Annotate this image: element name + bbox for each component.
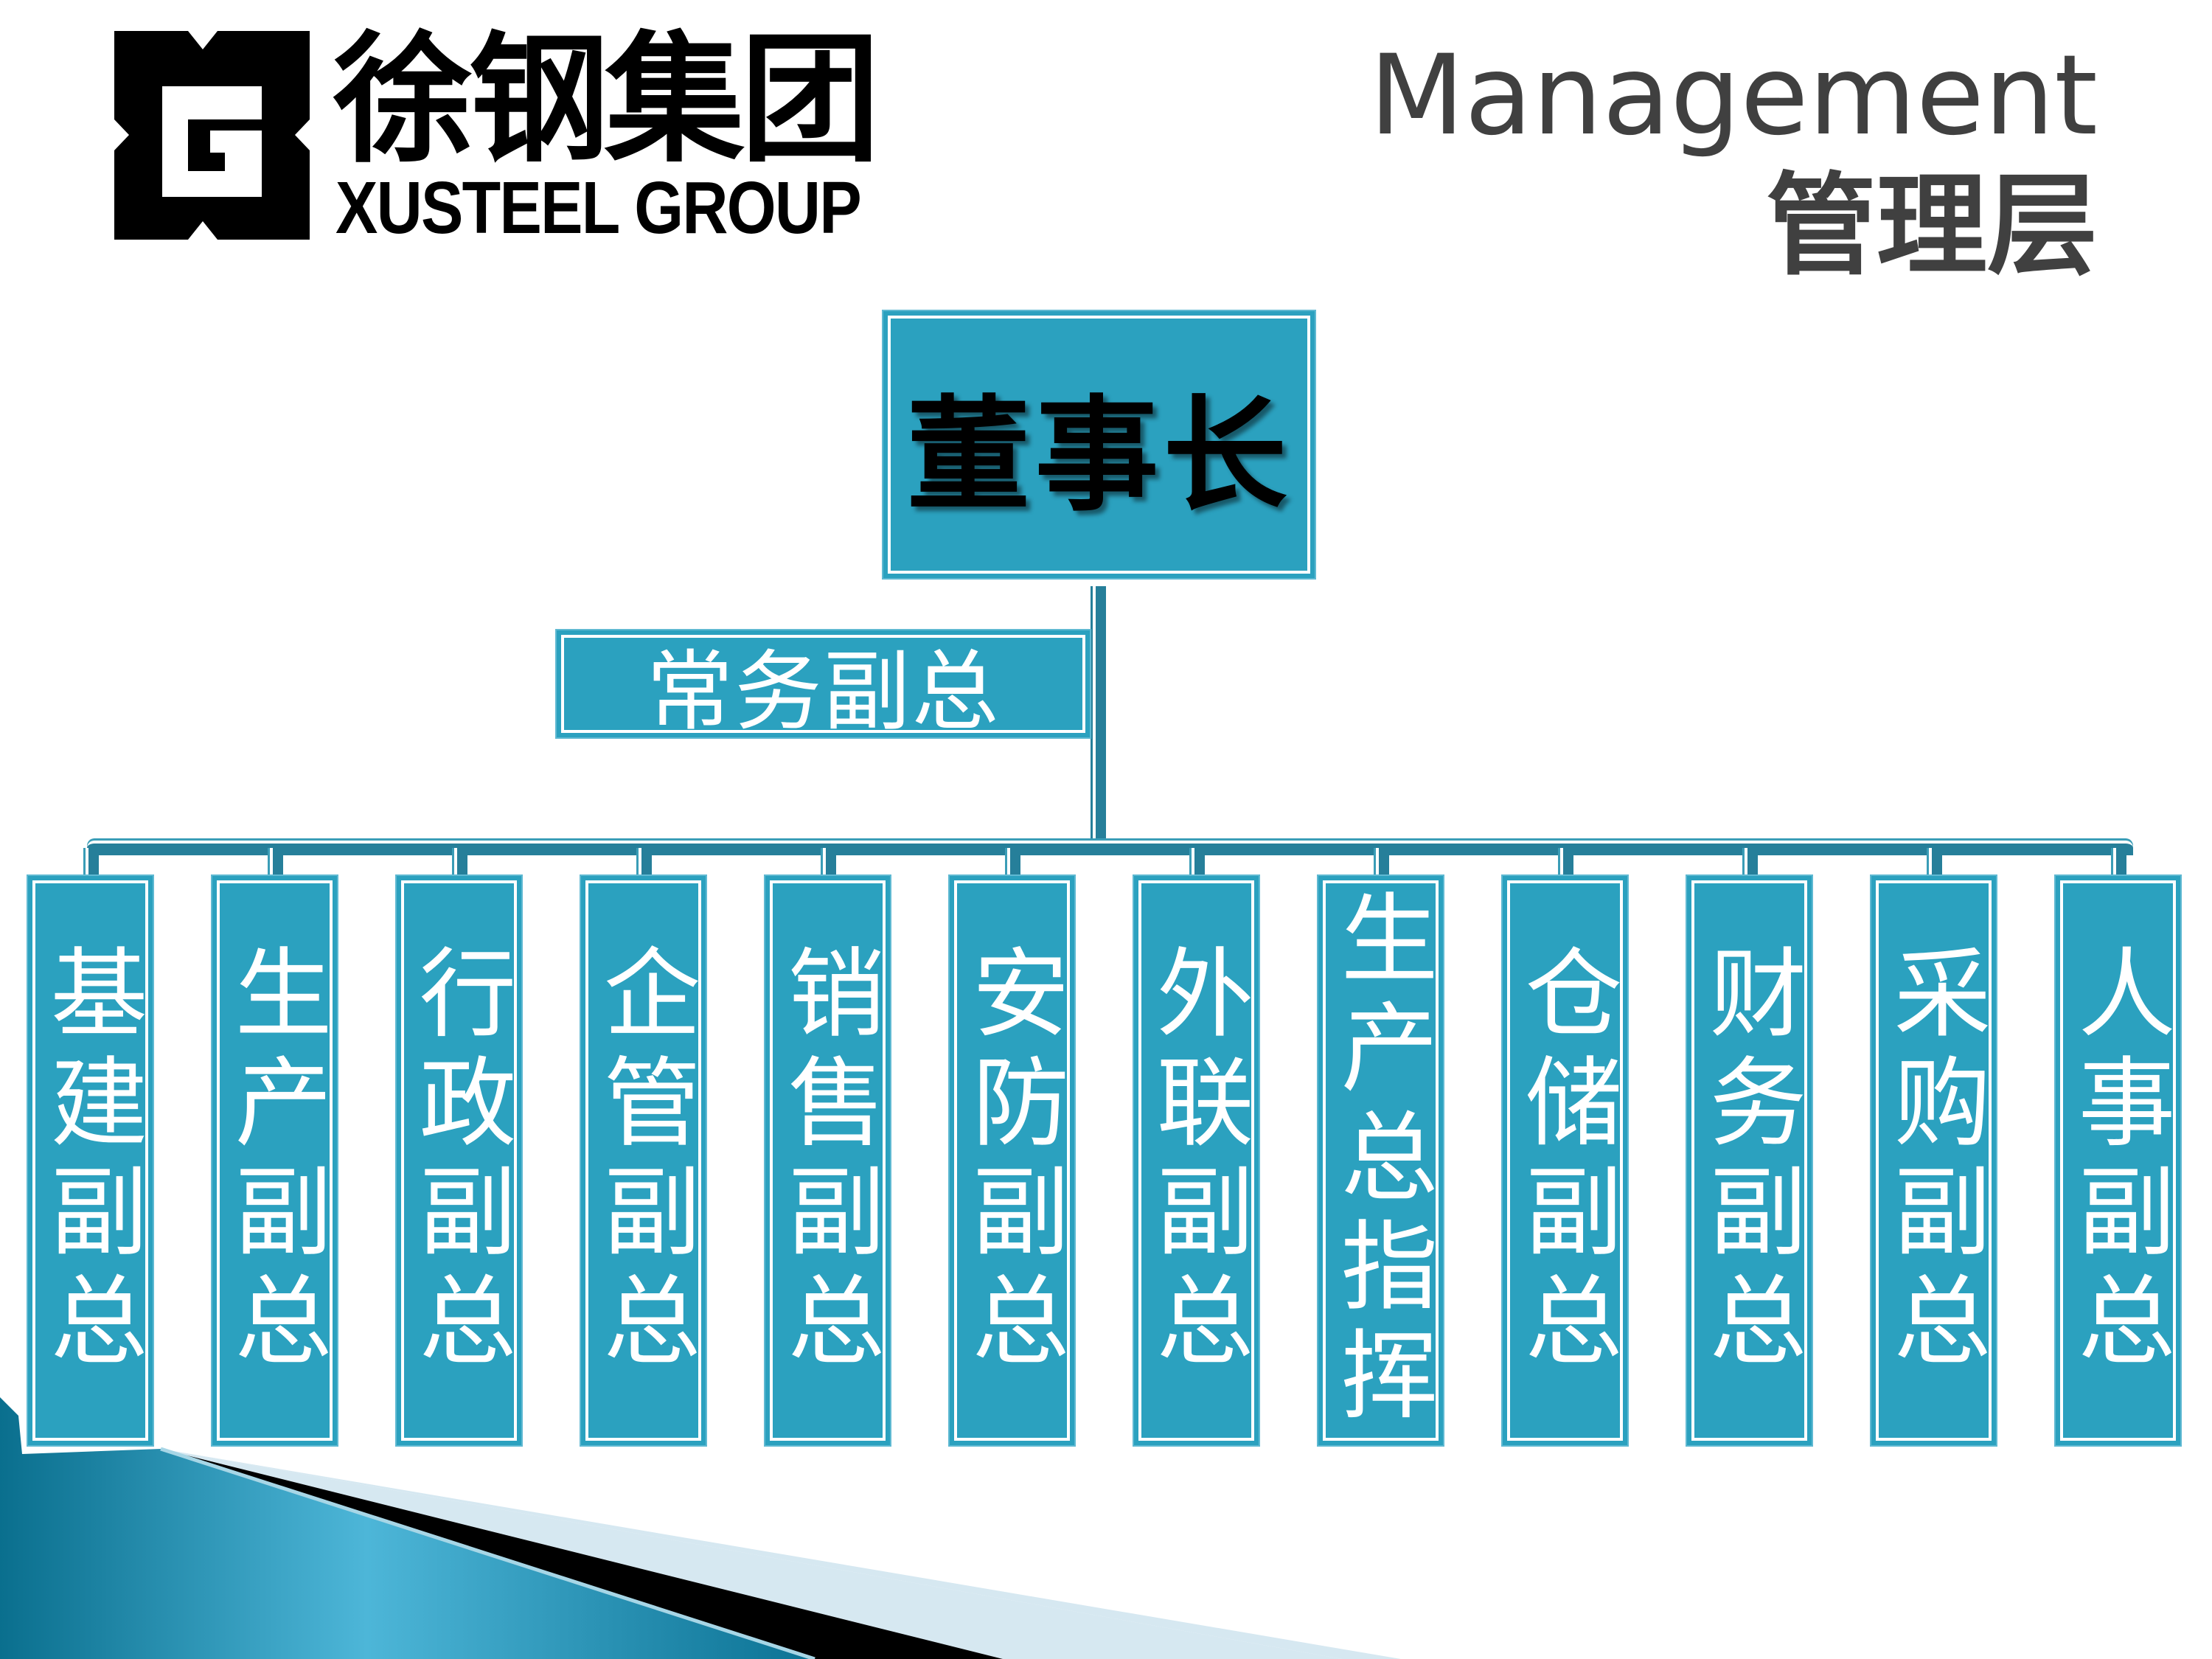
department-box: 人事副总 [2056, 876, 2180, 1445]
connector-branch [454, 848, 467, 876]
logo-chinese-name: 徐钢集团 [333, 18, 880, 181]
connector-branch [270, 848, 283, 876]
department-box: 销售副总 [765, 876, 890, 1445]
connector-branch [1745, 848, 1758, 876]
department-label: 基建副总 [34, 942, 147, 1379]
department-label: 生产总指挥 [1324, 888, 1438, 1433]
connector-branch [1192, 848, 1205, 876]
department-label: 生产副总 [218, 942, 332, 1379]
connector-branch [1929, 848, 1942, 876]
connector-branch [86, 848, 99, 876]
connector-branch [1560, 848, 1573, 876]
connector-vertical [1093, 586, 1106, 855]
department-box: 财务副总 [1687, 876, 1812, 1445]
page-title-chinese: 管理层 [1765, 162, 2098, 291]
department-box: 企管副总 [581, 876, 706, 1445]
chairman-label: 董事长 [906, 383, 1292, 528]
connector-branch [639, 848, 652, 876]
connector-horizontal [87, 841, 2133, 855]
department-label: 安防副总 [956, 942, 1069, 1379]
connector-branch [1007, 848, 1020, 876]
department-box: 采购副总 [1871, 876, 1996, 1445]
department-label: 仓储副总 [1509, 942, 1622, 1379]
logo-icon [114, 31, 310, 240]
department-box: 基建副总 [28, 876, 153, 1445]
department-box: 安防副总 [950, 876, 1074, 1445]
connector-branch [1376, 848, 1389, 876]
department-box: 生产副总 [212, 876, 337, 1445]
department-label: 采购副总 [1877, 942, 1991, 1379]
department-label: 人事副总 [2062, 942, 2175, 1379]
connector-branch [2113, 848, 2126, 876]
department-box: 生产总指挥 [1318, 876, 1443, 1445]
chairman-box: 董事长 [883, 311, 1315, 578]
department-label: 外联副总 [1140, 942, 1253, 1379]
department-label: 财务副总 [1693, 942, 1806, 1379]
executive-vp-label: 常务副总 [646, 641, 1001, 742]
logo-english-name: XUSTEEL GROUP [335, 167, 862, 249]
executive-vp-box: 常务副总 [557, 630, 1090, 742]
department-box: 行政副总 [397, 876, 521, 1445]
page-title-english: Management [1368, 32, 2098, 160]
connector-branch [823, 848, 836, 876]
department-box: 仓储副总 [1503, 876, 1627, 1445]
department-label: 企管副总 [587, 942, 700, 1379]
department-label: 销售副总 [771, 942, 885, 1379]
department-box: 外联副总 [1134, 876, 1259, 1445]
department-label: 行政副总 [403, 942, 516, 1379]
